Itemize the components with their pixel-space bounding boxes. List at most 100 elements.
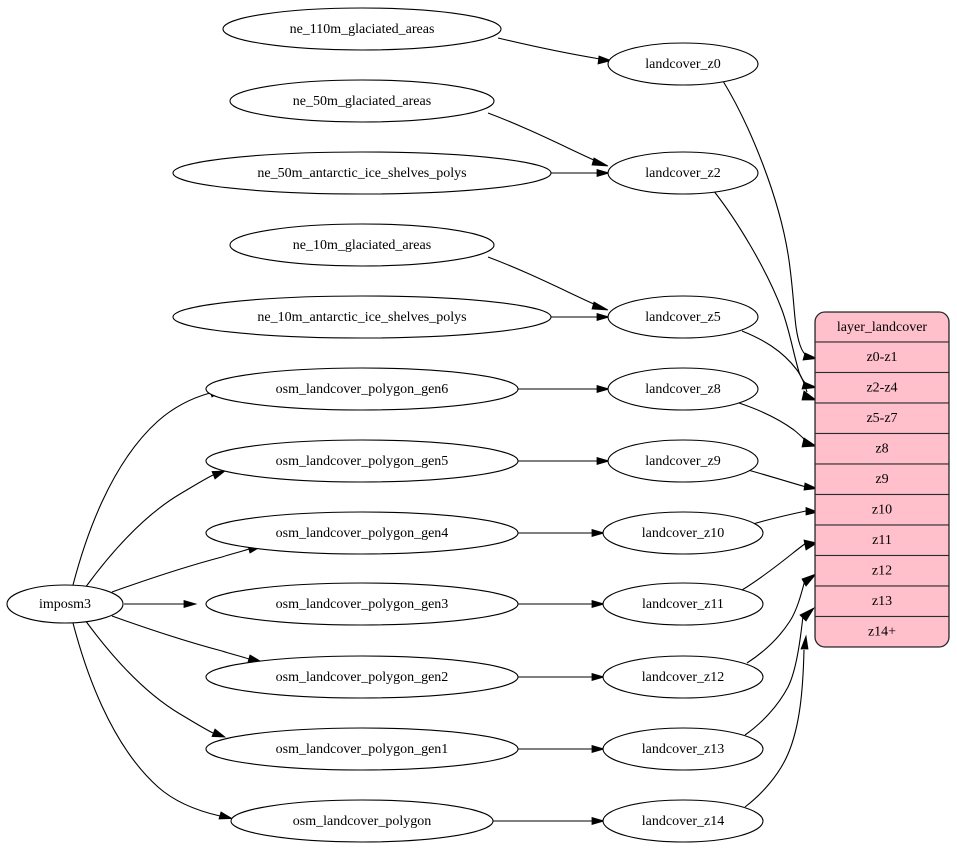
node-ne-10m-antarctic-ice-shelves-polys[interactable]: ne_10m_antarctic_ice_shelves_polys (172, 295, 552, 339)
node-shape (602, 727, 764, 771)
edge-landcover-z0-to-row-z0z1 (722, 80, 819, 361)
node-shape (229, 79, 495, 123)
node-shape (172, 151, 552, 195)
node-landcover-z8[interactable]: landcover_z8 (607, 367, 759, 411)
node-osm-landcover-polygon[interactable]: osm_landcover_polygon (230, 799, 494, 843)
table-row-cell[interactable] (815, 554, 949, 587)
edge-ne50m-glaciated-to-landcover-z2 (487, 112, 609, 167)
table-row-label-z0-z1: z0-z1 (866, 350, 897, 365)
node-shape (602, 799, 764, 843)
edge-gen5-to-landcover-z9 (518, 456, 611, 466)
node-landcover-z13[interactable]: landcover_z13 (602, 727, 764, 771)
node-label: landcover_z9 (645, 454, 720, 469)
node-label: ne_10m_antarctic_ice_shelves_polys (257, 310, 466, 325)
landcover-nodes: landcover_z0 landcover_z2 landcover_z5 l… (602, 42, 764, 843)
node-shape (230, 799, 494, 843)
edge-imposm3-to-gen3 (124, 599, 198, 609)
table-row-label-z10: z10 (872, 503, 892, 518)
edge-landcover-z10-to-row-z10 (752, 506, 820, 525)
table-row-label-z11: z11 (872, 533, 892, 548)
layer-landcover-table[interactable]: layer_landcover z0-z1 z2-z4 z5-z7 z8 z9 … (814, 311, 950, 648)
node-osm-landcover-polygon-gen4[interactable]: osm_landcover_polygon_gen4 (205, 511, 519, 555)
node-label: landcover_z11 (642, 597, 724, 612)
edge-landcover-z8-to-row-z8 (738, 402, 818, 448)
node-landcover-z12[interactable]: landcover_z12 (602, 655, 764, 699)
node-label: osm_landcover_polygon (293, 814, 431, 829)
node-shape (222, 7, 502, 51)
table-row-cell[interactable] (815, 463, 949, 496)
edge-imposm3-to-osm-landcover-polygon (72, 622, 234, 820)
node-landcover-z9[interactable]: landcover_z9 (607, 439, 759, 483)
node-shape (602, 655, 764, 699)
edge-gen6-to-landcover-z8 (518, 384, 611, 394)
node-shape (205, 655, 519, 699)
node-label: osm_landcover_polygon_gen5 (276, 454, 449, 469)
node-label: osm_landcover_polygon_gen1 (276, 742, 449, 757)
table-row-label-z13: z13 (872, 594, 892, 609)
node-label: landcover_z14 (642, 814, 724, 829)
node-shape (6, 584, 124, 624)
table-row-label-z5-z7: z5-z7 (866, 411, 897, 426)
edge-landcover-z12-to-row-z12 (746, 573, 818, 664)
node-landcover-z2[interactable]: landcover_z2 (607, 151, 759, 195)
edge-landcover-z11-to-row-z11 (741, 539, 819, 591)
node-ne-50m-antarctic-ice-shelves-polys[interactable]: ne_50m_antarctic_ice_shelves_polys (172, 151, 552, 195)
edge-gen2-to-landcover-z12 (518, 672, 606, 682)
node-osm-landcover-polygon-gen2[interactable]: osm_landcover_polygon_gen2 (205, 655, 519, 699)
node-label: ne_50m_antarctic_ice_shelves_polys (257, 166, 466, 181)
node-label: landcover_z0 (645, 57, 720, 72)
table-row-label-z8: z8 (875, 442, 888, 457)
node-label: ne_10m_glaciated_areas (293, 238, 431, 253)
node-shape (205, 511, 519, 555)
node-landcover-z11[interactable]: landcover_z11 (602, 582, 764, 626)
node-landcover-z14[interactable]: landcover_z14 (602, 799, 764, 843)
node-shape (205, 582, 519, 626)
table-header-label: layer_landcover (837, 320, 928, 335)
node-ne-50m-glaciated-areas[interactable]: ne_50m_glaciated_areas (229, 79, 495, 123)
node-label: landcover_z13 (642, 742, 724, 757)
node-landcover-z10[interactable]: landcover_z10 (602, 511, 764, 555)
node-label: osm_landcover_polygon_gen3 (276, 597, 449, 612)
node-label: ne_50m_glaciated_areas (293, 94, 431, 109)
edge-landcover-z9-to-row-z9 (747, 469, 819, 491)
table-row-cell[interactable] (815, 371, 949, 404)
node-osm-landcover-polygon-gen1[interactable]: osm_landcover_polygon_gen1 (205, 727, 519, 771)
edge-ne10m-antarctic-to-landcover-z5 (551, 312, 611, 322)
node-label: imposm3 (39, 597, 91, 612)
node-shape (205, 439, 519, 483)
edge-imposm3-to-gen5 (84, 470, 227, 589)
node-label: osm_landcover_polygon_gen2 (276, 670, 449, 685)
node-landcover-z5[interactable]: landcover_z5 (607, 295, 759, 339)
node-osm-landcover-polygon-gen3[interactable]: osm_landcover_polygon_gen3 (205, 582, 519, 626)
edges-layer (72, 37, 820, 826)
table-row-cell[interactable] (815, 432, 949, 465)
table-outline (814, 311, 950, 648)
node-imposm3[interactable]: imposm3 (6, 584, 124, 624)
edge-ne110m-to-landcover-z0 (497, 37, 613, 65)
table-row-label-z2-z4: z2-z4 (866, 381, 897, 396)
table-header-cell (815, 312, 949, 343)
table-row-label-z9: z9 (875, 472, 888, 487)
node-label: landcover_z12 (642, 670, 724, 685)
node-landcover-z0[interactable]: landcover_z0 (607, 42, 759, 86)
table-row-cell[interactable] (815, 615, 949, 648)
table-row-label-z14plus: z14+ (868, 625, 896, 640)
node-osm-landcover-polygon-gen6[interactable]: osm_landcover_polygon_gen6 (205, 367, 519, 411)
node-label: landcover_z5 (645, 310, 720, 325)
node-shape (602, 582, 764, 626)
edge-imposm3-to-gen4 (111, 545, 263, 593)
node-label: osm_landcover_polygon_gen4 (276, 526, 449, 541)
node-label: landcover_z2 (645, 166, 720, 181)
node-shape (607, 151, 759, 195)
node-ne-110m-glaciated-areas[interactable]: ne_110m_glaciated_areas (222, 7, 502, 51)
edge-ne10m-glaciated-to-landcover-z5 (487, 256, 609, 311)
node-shape (607, 295, 759, 339)
node-osm-landcover-polygon-gen5[interactable]: osm_landcover_polygon_gen5 (205, 439, 519, 483)
node-ne-10m-glaciated-areas[interactable]: ne_10m_glaciated_areas (229, 223, 495, 267)
edge-imposm3-to-gen1 (84, 619, 227, 738)
edge-imposm3-to-gen2 (111, 615, 263, 663)
edge-osm-landcover-polygon-to-landcover-z14 (493, 816, 606, 826)
osm-nodes: osm_landcover_polygon_gen6 osm_landcover… (205, 367, 519, 843)
